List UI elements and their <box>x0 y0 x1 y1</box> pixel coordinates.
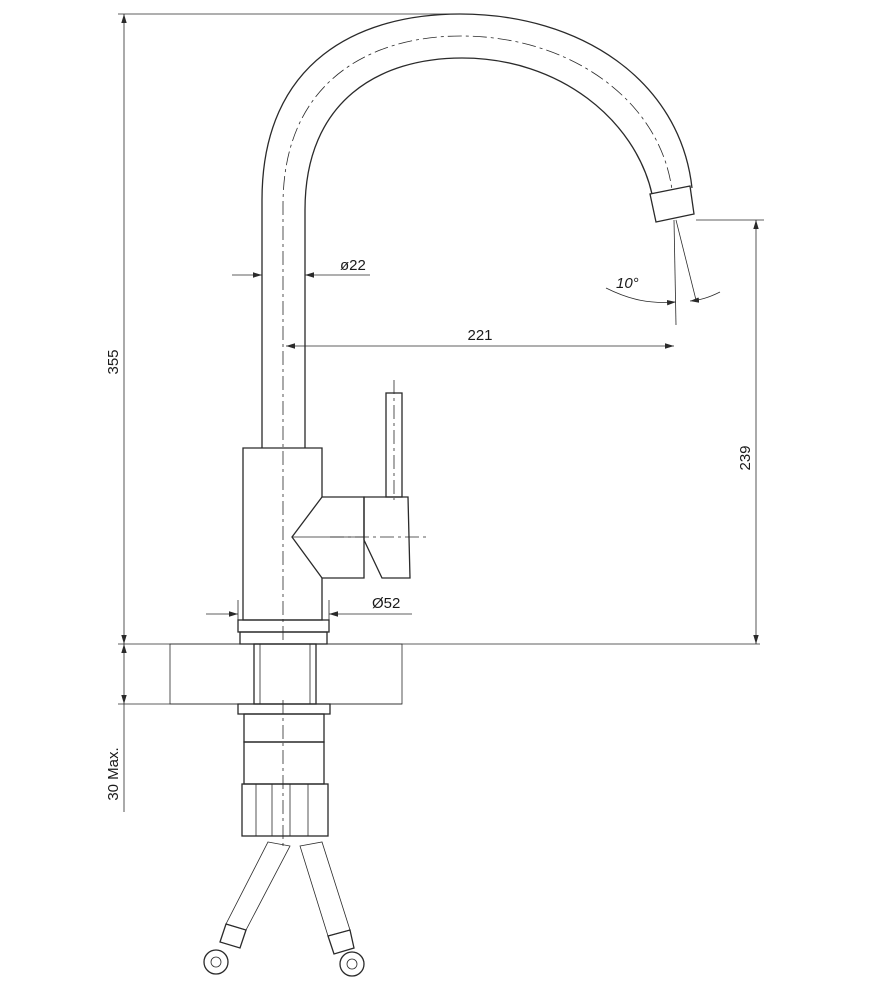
supply-hoses <box>203 841 365 977</box>
mounting-nut <box>237 700 331 850</box>
dim-spout-reach: 221 <box>286 327 674 349</box>
dim-base-diameter: Ø52 <box>206 595 412 620</box>
dim-spout-reach-label: 221 <box>467 327 492 344</box>
countertop-section <box>118 643 760 705</box>
dim-total-height-label: 355 <box>105 349 122 374</box>
dim-spout-angle: 10° <box>605 275 721 306</box>
dim-pipe-diameter-label: ø22 <box>340 257 366 274</box>
faucet-body <box>237 380 430 645</box>
dim-spout-clearance: 239 <box>696 219 764 644</box>
dim-total-height: 355 <box>105 13 460 644</box>
dim-max-counter-thickness-label: 30 Max. <box>105 747 122 800</box>
aerator <box>649 185 697 326</box>
dim-spout-angle-label: 10° <box>616 275 639 292</box>
dim-max-counter-thickness: 30 Max. <box>105 644 127 812</box>
dim-spout-clearance-label: 239 <box>737 445 754 470</box>
dim-pipe-diameter: ø22 <box>232 257 370 278</box>
dim-base-diameter-label: Ø52 <box>372 595 400 612</box>
